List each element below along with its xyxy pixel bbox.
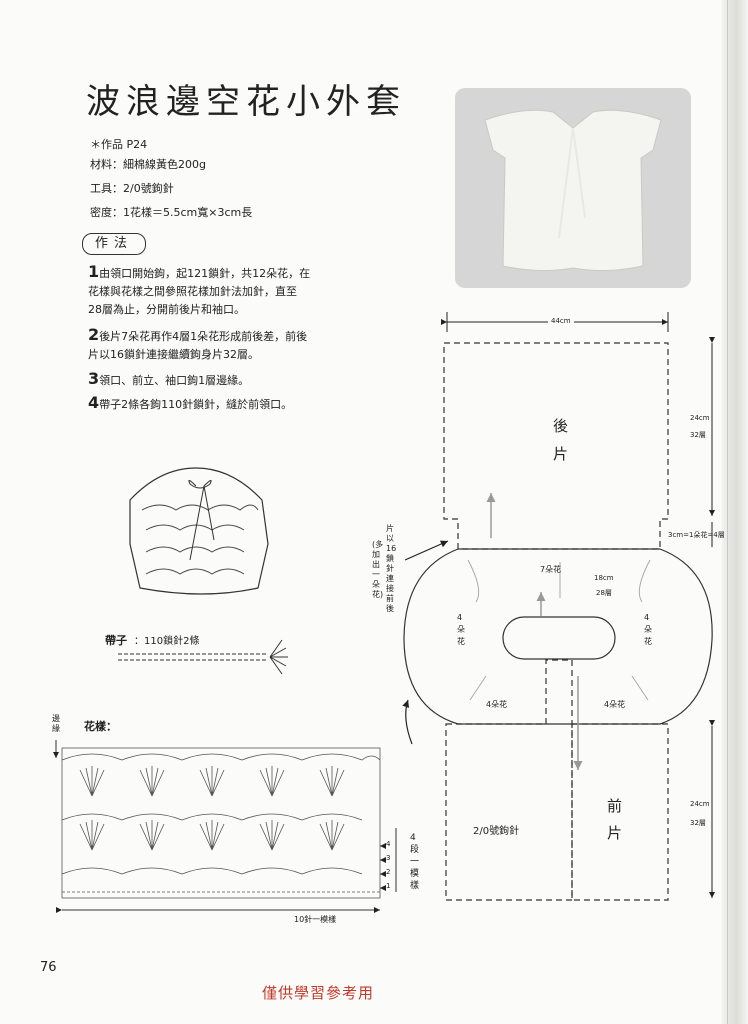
- back-height-rows: 32層: [690, 431, 706, 439]
- front-piece-right: [571, 723, 669, 901]
- yoke-depth-rows: 28層: [596, 589, 612, 597]
- step-2: 2後片7朵花再作4層1朵花形成前後差，前後 片以16鎖針連接繼續鉤身片32層。: [88, 326, 366, 364]
- step-1: 1由領口開始鉤，起121鎖針，共12朵花，在 花樣與花樣之間參照花樣加針法加針，…: [88, 263, 366, 319]
- work-ref: ＊作品 P24: [90, 138, 148, 151]
- row-2: 2: [386, 868, 391, 876]
- step-number: 2: [88, 325, 100, 344]
- stitch-chart: [61, 747, 381, 899]
- back-label-1: 後: [553, 417, 569, 435]
- repeat-rows: 4段一模樣: [410, 833, 420, 891]
- row-3: 3: [386, 854, 391, 862]
- step-number: 4: [88, 393, 100, 412]
- front-piece-left: [445, 659, 573, 901]
- step-text: 花樣與花樣之間參照花樣加針法加針，直至: [88, 285, 297, 298]
- book-spine: [722, 0, 748, 1024]
- repeat-stitches: 10針一模樣: [294, 915, 337, 924]
- yoke-right: 4朵花: [644, 613, 652, 646]
- row-1: 1: [386, 882, 391, 890]
- step-text: 領口、前立、袖口鉤1層邊緣。: [99, 374, 250, 387]
- tools: 工具：2/0號鉤針: [90, 182, 174, 195]
- step-text: 28層為止，分開前後片和袖口。: [88, 303, 245, 316]
- back-label-2: 片: [553, 445, 569, 463]
- row-4: 4: [386, 840, 391, 848]
- front-label-1: 前: [607, 797, 623, 815]
- pattern-label: 花樣：: [84, 720, 117, 733]
- cardigan-photo-shape: [484, 109, 662, 272]
- step-number: 1: [88, 262, 100, 281]
- step-text: 後片7朵花再作4層1朵花形成前後差，前後: [99, 330, 308, 343]
- step-text: 帶子2條各鉤110針鎖針，縫於前領口。: [99, 398, 293, 411]
- watermark-text: 僅供學習參考用: [262, 984, 375, 1002]
- material: 材料：細棉線黃色200g: [90, 158, 206, 171]
- spine-line: [727, 0, 728, 1024]
- method-heading: 作法: [82, 233, 146, 255]
- step-number: 3: [88, 369, 100, 388]
- front-diff: 3cm=1朵花=4層: [668, 531, 725, 539]
- width-label: 44cm: [548, 317, 574, 325]
- cardigan-sketch: [129, 467, 269, 595]
- gauge: 密度：1花樣＝5.5cm寬×3cm長: [90, 206, 253, 219]
- connect-note-extra: (多加出一朵花): [372, 540, 384, 599]
- connect-note: 片以16鎖針連接前後: [386, 524, 397, 613]
- garment-photo: [455, 88, 691, 288]
- tie-value: ：110鎖針2條: [134, 636, 200, 647]
- step-text: 片以16鎖針連接繼續鉤身片32層。: [88, 348, 259, 361]
- back-height-cm: 24cm: [690, 414, 710, 422]
- neck-opening: [502, 616, 616, 660]
- page-title: 波浪邊空花小外套: [86, 82, 406, 122]
- back-piece-outline: [443, 342, 669, 550]
- front-height-cm: 24cm: [690, 800, 710, 808]
- page-number: 76: [40, 960, 57, 975]
- step-4: 4帶子2條各鉤110針鎖針，縫於前領口。: [88, 394, 366, 414]
- step-text: 由領口開始鉤，起121鎖針，共12朵花，在: [99, 267, 311, 280]
- hook-label: 2/0號鉤針: [473, 826, 520, 837]
- step-3: 3領口、前立、袖口鉤1層邊緣。: [88, 370, 366, 390]
- tie-label: 帶子: [105, 634, 127, 647]
- yoke-outline: [403, 548, 713, 725]
- front-height-rows: 32層: [690, 819, 706, 827]
- edge-label: 邊緣: [52, 714, 60, 733]
- yoke-top: 7朵花: [540, 565, 562, 574]
- yoke-bottom-left: 4朵花: [486, 700, 508, 709]
- front-label-2: 片: [607, 824, 623, 842]
- yoke-bottom-right: 4朵花: [604, 700, 626, 709]
- yoke-left: 4朵花: [457, 613, 465, 646]
- yoke-depth-cm: 18cm: [594, 574, 614, 582]
